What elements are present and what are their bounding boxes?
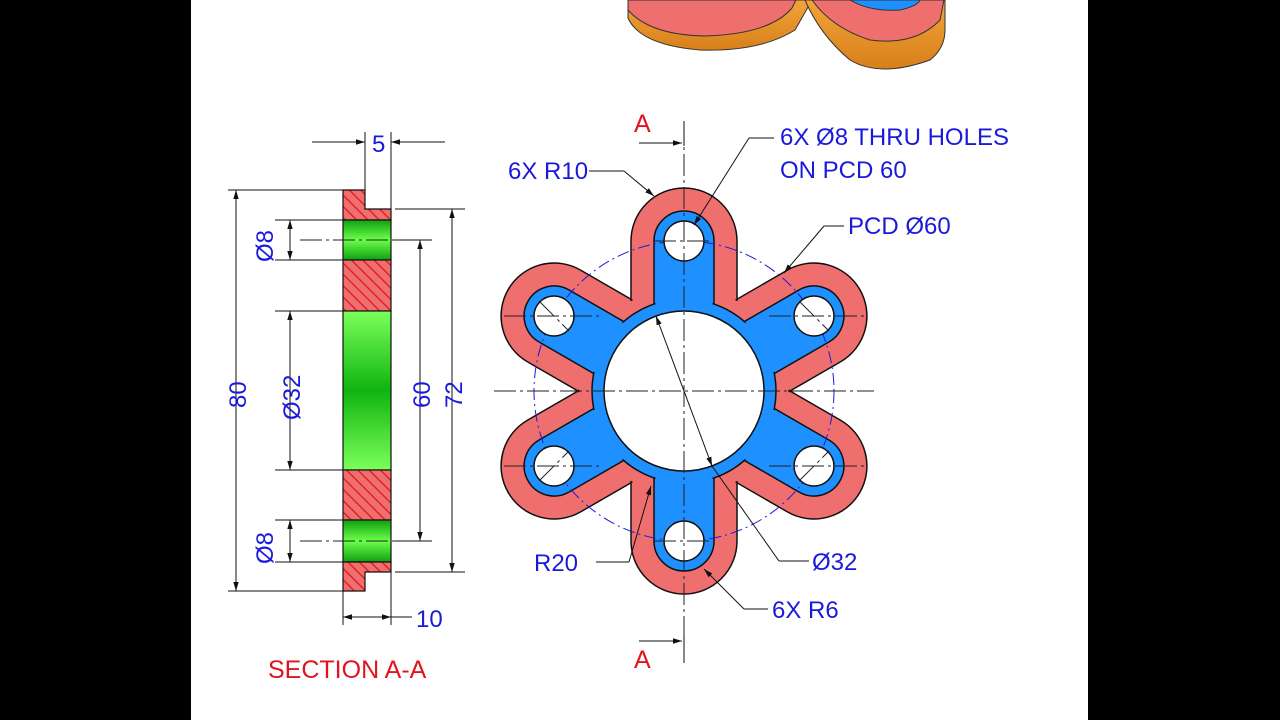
dim-outer: 72 xyxy=(441,381,468,408)
callout-lobe-radius: 6X R10 xyxy=(508,158,588,185)
section-hatch-lower xyxy=(342,469,392,521)
dim-hole-top: Ø8 xyxy=(252,230,279,262)
dim-top-width: 5 xyxy=(372,131,385,158)
callout-holes-line2: ON PCD 60 xyxy=(780,157,907,184)
dim-bore: Ø32 xyxy=(279,375,306,420)
callout-inner-radius: R20 xyxy=(534,550,578,577)
callout-slot-radius: 6X R6 xyxy=(772,597,839,624)
front-view xyxy=(480,121,888,663)
section-title: SECTION A-A xyxy=(268,656,427,684)
front-view-labels: A A 6X Ø8 THRU HOLES ON PCD 60 6X R10 PC… xyxy=(508,110,1009,674)
section-bottom-flange xyxy=(342,561,392,592)
section-top-flange xyxy=(342,189,392,221)
isometric-view-fragment xyxy=(627,0,946,70)
dim-overall: 80 xyxy=(225,381,252,408)
section-hatch-upper xyxy=(342,259,392,312)
section-mark-bottom: A xyxy=(634,646,651,674)
dim-pcd: 60 xyxy=(409,381,436,408)
dim-bottom-width: 10 xyxy=(416,606,443,633)
callout-pcd: PCD Ø60 xyxy=(848,213,951,240)
bore-section xyxy=(342,310,392,471)
dim-hole-bottom: Ø8 xyxy=(252,532,279,564)
section-view: 5 10 80 72 60 Ø32 Ø8 Ø8 SECTION A-A xyxy=(225,131,468,684)
section-mark-top: A xyxy=(634,110,651,138)
callout-bore: Ø32 xyxy=(812,549,857,576)
callout-holes-line1: 6X Ø8 THRU HOLES xyxy=(780,124,1009,151)
